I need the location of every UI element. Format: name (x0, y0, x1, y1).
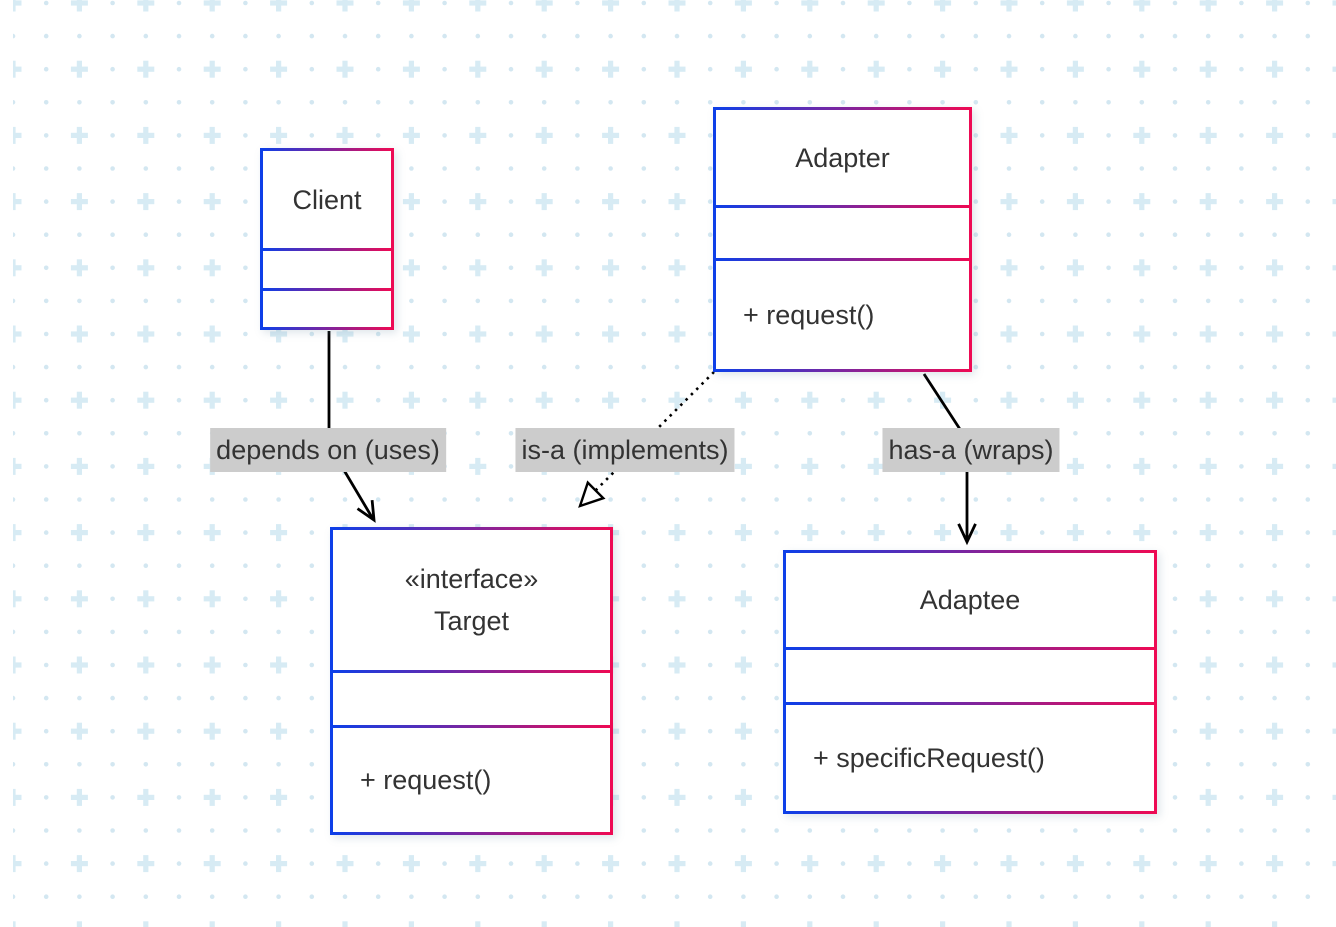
edge-label-has-a: has-a (wraps) (882, 428, 1060, 472)
compartment-divider (716, 205, 969, 208)
class-name: Target (433, 606, 510, 636)
class-title-compartment: Adaptee (786, 553, 1154, 647)
class-title-compartment: Client (263, 151, 391, 248)
edge-adapter-target-arrowhead-triangle (578, 480, 606, 508)
compartment-divider (333, 725, 610, 728)
class-methods-compartment: + specificRequest() (786, 705, 1154, 811)
compartment-divider (333, 670, 610, 673)
class-node-client[interactable]: Client (260, 148, 394, 330)
edge-label-depends-on: depends on (uses) (210, 428, 446, 472)
class-title-compartment: «interface» Target (333, 530, 610, 670)
compartment-divider (263, 248, 391, 251)
class-name: Adaptee (919, 585, 1021, 615)
class-methods-compartment: + request() (716, 261, 969, 369)
class-stereotype: «interface» (404, 564, 539, 594)
class-method: + request() (360, 764, 492, 795)
class-attributes-compartment (333, 673, 610, 725)
class-methods-compartment (263, 291, 391, 327)
compartment-divider (716, 258, 969, 261)
class-title-compartment: Adapter (716, 110, 969, 205)
compartment-divider (786, 702, 1154, 705)
class-node-adaptee[interactable]: Adaptee + specificRequest() (783, 550, 1157, 814)
class-node-adapter[interactable]: Adapter + request() (713, 107, 972, 372)
compartment-divider (263, 288, 391, 291)
class-attributes-compartment (716, 208, 969, 258)
edge-client-target-arrowhead-vee (356, 499, 376, 523)
class-methods-compartment: + request() (333, 728, 610, 832)
edge-adapter-implements-target (591, 371, 715, 495)
edge-adapter-adaptee-arrowhead-vee (957, 523, 977, 546)
edge-client-depends-on-target (327, 331, 375, 520)
class-name: Adapter (795, 142, 890, 173)
compartment-divider (786, 647, 1154, 650)
class-method: + specificRequest() (813, 742, 1045, 773)
class-attributes-compartment (786, 650, 1154, 702)
class-method: + request() (743, 299, 875, 330)
class-name: Client (292, 184, 362, 215)
edge-label-is-a: is-a (implements) (515, 428, 735, 472)
class-attributes-compartment (263, 251, 391, 288)
class-node-target[interactable]: «interface» Target + request() (330, 527, 613, 835)
